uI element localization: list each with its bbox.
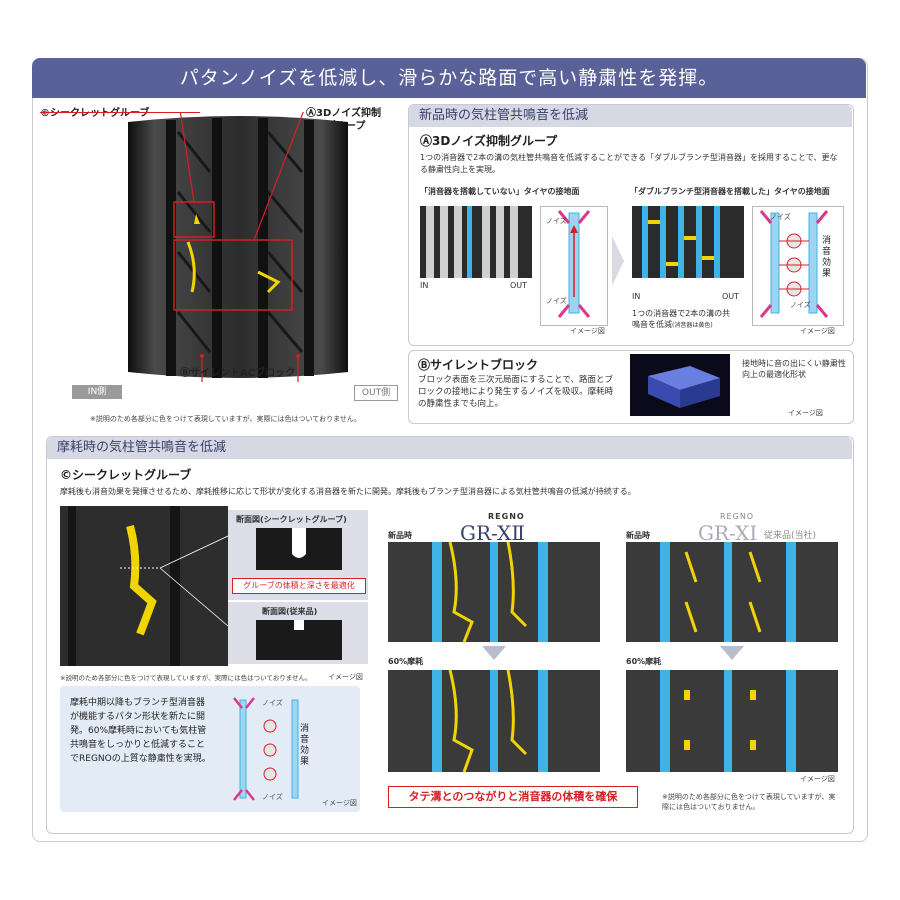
gr-x1-old-suffix: 従来品(当社) [764, 531, 817, 541]
in-side-label: IN側 [72, 385, 122, 399]
left-in-label: IN [420, 281, 429, 290]
image-note-right: イメージ図 [800, 327, 835, 335]
right-caption: 「ダブルブランチ型消音器を搭載した」タイヤの接地面 [630, 187, 830, 196]
tread-without-silencer [420, 206, 532, 278]
leader-line-c [40, 112, 200, 113]
noise-bottom-label-right: ノイズ [790, 301, 811, 309]
image-note-left: イメージ図 [570, 327, 605, 335]
gr-x2-down-arrow-icon [482, 646, 506, 660]
worn-section-heading: 摩耗時の気柱管共鳴音を低減 [47, 437, 852, 459]
cross-section-new-diagram [256, 528, 342, 570]
right-out-label: OUT [722, 292, 740, 301]
left-caption: 「消音器を搭載していない」タイヤの接地面 [420, 187, 580, 196]
cross-title-new: 断面図(シークレットグルーブ) [236, 515, 347, 524]
worn-silencer-effect: 消音効果 [300, 724, 310, 767]
gr-x2-new-tread [388, 542, 600, 642]
noise-bottom-label-left: ノイズ [546, 297, 567, 305]
gr-x1-down-arrow-icon [720, 646, 744, 660]
gr-x1-worn-label: 60%摩耗 [626, 657, 662, 666]
label-3d-noise-line1: Ⓐ3Dノイズ抑制 [306, 108, 381, 119]
out-side-label: OUT側 [354, 385, 398, 401]
bottom-color-note: ※説明のため各部分に色をつけて表現していますが、実際には色はついておりません。 [662, 793, 836, 811]
gr-x1-new-tread [626, 542, 838, 642]
a-title: Ⓐ3Dノイズ抑制グループ [420, 134, 558, 148]
cross-note: グルーブの体積と深さを最適化 [232, 578, 366, 594]
tire-tread-image [128, 112, 348, 382]
tread-with-silencer [632, 206, 744, 278]
gr-x2-new-label: 新品時 [388, 531, 412, 540]
gr-x1-new-label: 新品時 [626, 531, 650, 540]
label-silent-ac-block: ⒷサイレントACブロック [180, 368, 296, 379]
page-title: パタンノイズを低減し、滑らかな路面で高い静粛性を発揮。 [32, 58, 866, 98]
gr-x1-worn-tread [626, 670, 838, 772]
tire-color-note: ※説明のため各部分に色をつけて表現していますが、実際には色はついておりません。 [90, 415, 361, 423]
cross-title-old: 断面図(従来品) [262, 607, 318, 616]
explanation-box [60, 686, 360, 812]
gr-x1-image-note: イメージ図 [800, 775, 835, 783]
worn-color-note: ※説明のため各部分に色をつけて表現していますが、実際には色はついておりません。 [60, 674, 312, 682]
gr-x2-worn-label: 60%摩耗 [388, 657, 424, 666]
worn-image-note-1: イメージ図 [328, 673, 363, 681]
noise-top-label-left: ノイズ [546, 217, 567, 225]
gr-x1-model: GR-XⅠ [698, 521, 758, 545]
noise-diagram-right [752, 206, 844, 326]
b-side-note: 接地時に音の出にくい静粛性向上の最適化形状 [742, 359, 846, 379]
b-title: Ⓑサイレントブロック [418, 358, 539, 372]
highlight-note: タテ溝とのつながりと消音器の体積を確保 [388, 786, 638, 808]
b-image-note: イメージ図 [788, 409, 823, 417]
b-description: ブロック表面を三次元局面にすることで、路面とブロックの接地により発生するノイズを… [418, 375, 614, 409]
gr-x2-model: GR-XⅡ [460, 521, 525, 545]
gr-x1-brand: REGNO [720, 512, 755, 521]
double-note: 1つの消音器で2本の溝の共鳴音を低減(消音器は黄色) [632, 309, 731, 329]
right-in-label: IN [632, 292, 641, 301]
explanation-text: 摩耗中期以降もブランチ型消音器が機能するパタン形状を新たに開発。60%摩耗時にお… [70, 698, 211, 764]
new-section-heading: 新品時の気柱管共鳴音を低減 [409, 105, 852, 127]
cross-section-old-diagram [256, 620, 342, 660]
a-description: 1つの消音器で2本の溝の気柱管共鳴音を低減することができる「ダブルブランチ型消音… [420, 153, 838, 174]
silencer-effect-label: 消音効果 [822, 236, 832, 279]
gr-x2-worn-tread [388, 670, 600, 772]
label-secret-groove: ©シークレットグルーブ [40, 108, 150, 119]
gr-x2-brand: REGNO [488, 512, 525, 521]
chevron-right-icon [612, 236, 624, 286]
c-description: 摩耗後も消音効果を発揮させるため、摩耗推移に応じて形状が変化する消音器を新たに開… [60, 487, 636, 496]
worn-noise-diagram [233, 697, 299, 801]
noise-diagram-left [540, 206, 608, 326]
worn-image-note-2: イメージ図 [322, 799, 357, 807]
c-title: ©シークレットグルーブ [60, 468, 192, 482]
silent-block-3d-image [630, 354, 730, 416]
worn-noise-top: ノイズ [262, 699, 283, 707]
groove-closeup-image [60, 506, 228, 666]
worn-noise-bottom: ノイズ [262, 793, 283, 801]
left-out-label: OUT [510, 281, 528, 290]
noise-top-label-right: ノイズ [770, 213, 791, 221]
